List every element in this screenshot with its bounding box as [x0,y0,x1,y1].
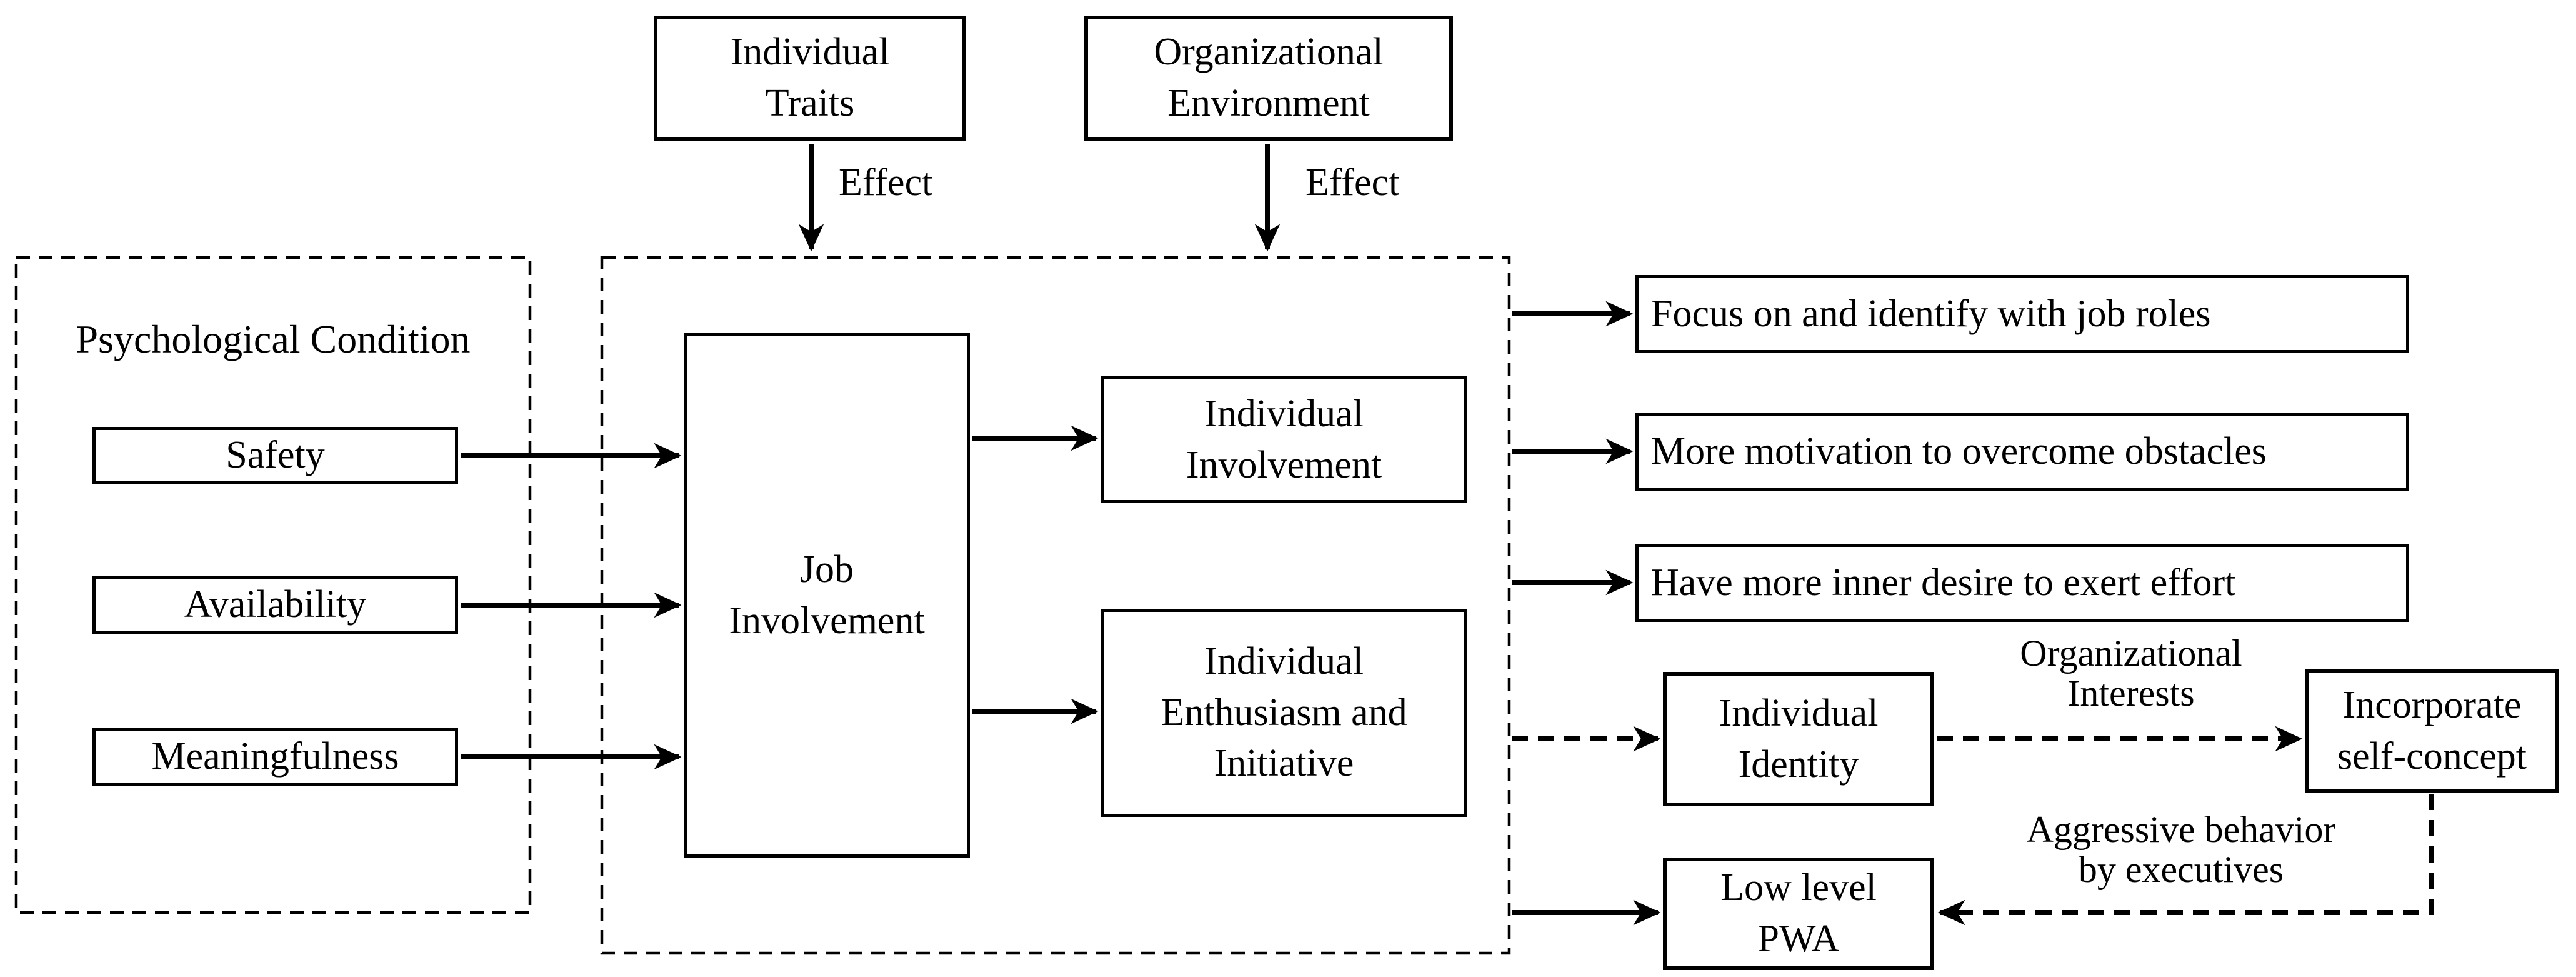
individual-identity-box: Individual Identity [1663,672,1934,806]
organizational-interests-label: Organizational Interests [2020,633,2242,714]
outcome-box-inner-desire: Have more inner desire to exert effort [1635,544,2409,622]
outcome-box-focus-job-roles: Focus on and identify with job roles [1635,275,2409,353]
meaningfulness-box: Meaningfulness [92,728,458,786]
individual-enthusiasm-initiative-box: Individual Enthusiasm and Initiative [1101,609,1467,817]
individual-traits-box: Individual Traits [654,16,966,141]
outcome-box-more-motivation: More motivation to overcome obstacles [1635,413,2409,491]
psychological-condition-title: Psychological Condition [76,317,471,361]
low-level-pwa-box: Low level PWA [1663,858,1934,970]
effect-label-organizational-environment: Effect [1305,161,1400,204]
effect-label-individual-traits: Effect [839,161,933,204]
aggressive-behavior-label: Aggressive behavior by executives [2026,809,2336,890]
incorporate-self-concept-box: Incorporate self-concept [2305,669,2559,793]
safety-box: Safety [92,427,458,484]
organizational-environment-box: Organizational Environment [1084,16,1453,141]
individual-involvement-box: Individual Involvement [1101,376,1467,503]
availability-box: Availability [92,576,458,634]
job-involvement-box: Job Involvement [684,333,970,858]
